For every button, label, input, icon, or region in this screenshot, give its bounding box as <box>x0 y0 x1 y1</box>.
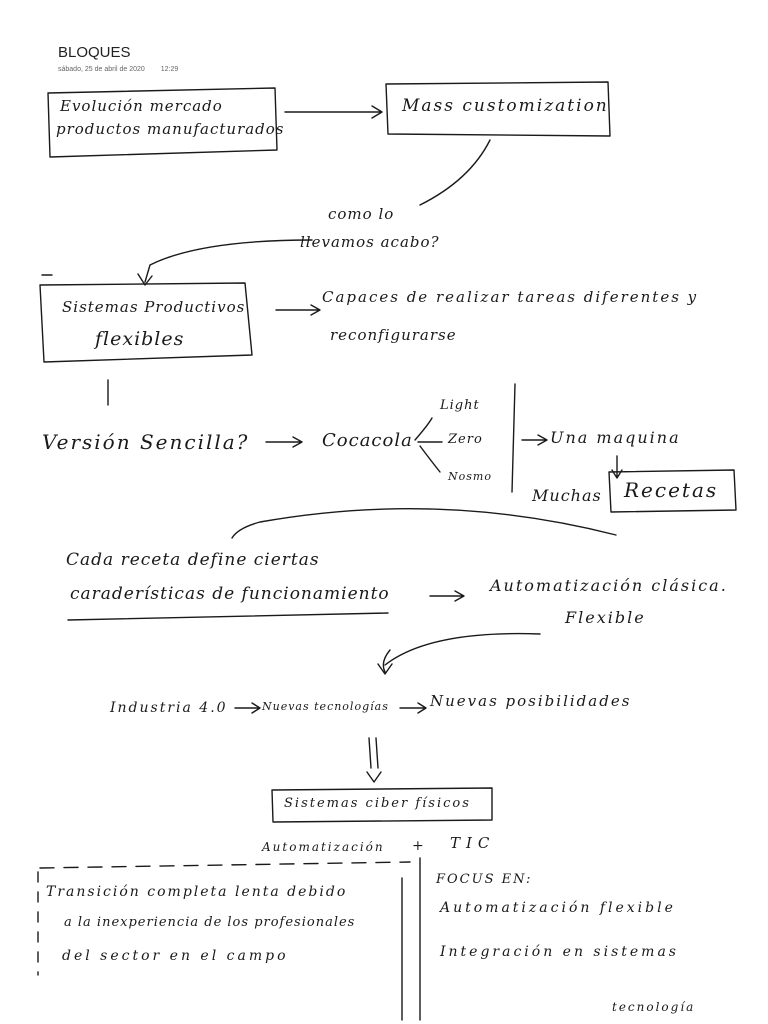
note-focus-item-3: tecnología <box>612 1000 696 1014</box>
note-sistemas-line1: Sistemas Productivos <box>62 298 246 316</box>
note-como-line2: llevamos acabo? <box>300 233 440 251</box>
note-transicion-line3: del sector en el campo <box>62 948 289 964</box>
note-transicion-line2: a la inexperiencia de los profesionales <box>64 915 356 930</box>
note-zero: Zero <box>448 432 483 447</box>
arrow-flexible-industria <box>377 632 541 675</box>
box-mass <box>385 81 611 137</box>
note-cada-receta-line1: Cada receta define ciertas <box>66 550 320 570</box>
note-focus: FOCUS EN: <box>436 872 533 887</box>
arrow-version-cocacola <box>265 436 303 448</box>
arrow-double-down <box>366 737 382 783</box>
underline-caracteristicas <box>67 612 389 621</box>
note-automatizacion: Automatización <box>262 840 385 854</box>
arrow-mass-como <box>419 139 491 206</box>
note-version-sencilla: Versión Sencilla? <box>42 430 250 454</box>
note-nosmo: Nosmo <box>448 470 492 483</box>
arrow-evolucion-mass <box>284 105 383 119</box>
page-date: sábado, 25 de abril de 2020 <box>58 66 145 73</box>
arrow-maquina <box>521 434 548 446</box>
note-automatizacion-clasica: Automatización clásica. <box>490 576 728 595</box>
box-recetas <box>608 469 737 513</box>
note-industria: Industria 4.0 <box>110 700 228 716</box>
arrow-como-sistemas <box>137 239 313 286</box>
note-evolucion-line2: productos manufacturados <box>56 120 285 138</box>
arrow-tec-posibilidades <box>399 702 427 714</box>
note-cocacola: Cocacola <box>322 430 413 451</box>
page-title: BLOQUES <box>58 44 131 61</box>
note-nuevas-tecnologias: Nuevas tecnologías <box>262 700 389 713</box>
page-time: 12:29 <box>160 66 179 73</box>
note-nuevas-posibilidades: Nuevas posibilidades <box>430 692 632 710</box>
box-evolucion <box>47 87 278 158</box>
note-flexible: Flexible <box>565 608 646 627</box>
arrow-down-recetas <box>611 455 623 479</box>
note-plus: + <box>412 838 425 854</box>
note-transicion-line1: Transición completa lenta debido <box>46 884 348 900</box>
note-sistemas-line2: flexibles <box>95 328 185 350</box>
box-ciber <box>271 787 493 823</box>
note-sistemas-ciber-fisicos: Sistemas ciber físicos <box>284 796 471 811</box>
box-sistemas <box>39 282 253 363</box>
page-timestamp: sábado, 25 de abril de 2020 12:29 <box>58 66 192 73</box>
note-capaces-line1: Capaces de realizar tareas diferentes y <box>322 288 699 306</box>
box-dashed <box>39 861 411 869</box>
note-tic: TIC <box>450 834 496 852</box>
note-como-line1: como lo <box>328 205 395 223</box>
note-light: Light <box>440 398 480 413</box>
note-mass-customization: Mass customization <box>402 96 609 116</box>
arrow-recetas-cada <box>231 508 617 539</box>
note-recetas: Recetas <box>624 478 719 502</box>
arrow-sistemas-capaces <box>275 304 321 316</box>
branch-cocacola <box>414 417 443 473</box>
arrow-industria-tec <box>234 702 261 714</box>
arrow-automatizacion-clasica <box>429 590 465 602</box>
separator-vertical <box>511 383 516 493</box>
note-cada-receta-line2: caraderísticas de funcionamiento <box>70 584 390 604</box>
note-focus-item-1: Automatización flexible <box>440 900 676 916</box>
note-evolucion-line1: Evolución mercado <box>60 97 223 115</box>
note-focus-item-2: Integración en sistemas <box>440 944 679 960</box>
note-muchas: Muchas <box>532 486 602 505</box>
note-una-maquina: Una maquina <box>550 428 681 447</box>
note-capaces-line2: reconfigurarse <box>330 326 457 344</box>
